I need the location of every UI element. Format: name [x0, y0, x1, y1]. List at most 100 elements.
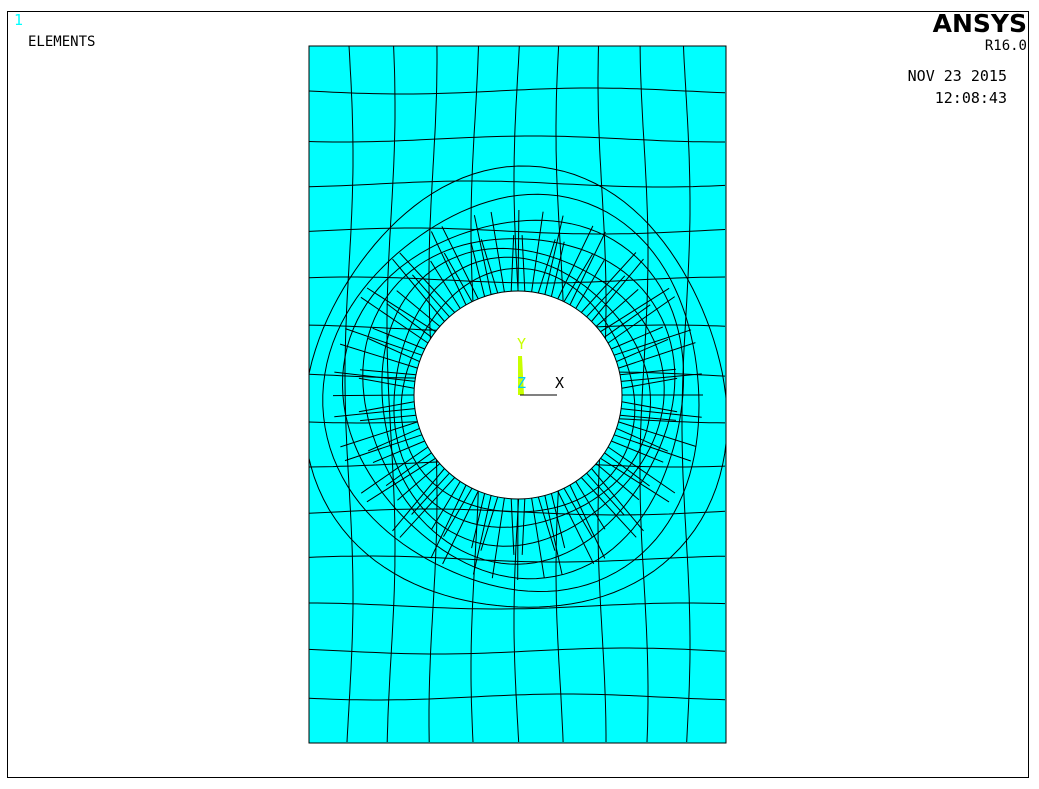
mesh-line [309, 555, 726, 563]
mesh-line [309, 324, 726, 332]
hole-edge [413, 290, 623, 500]
mesh-line [309, 647, 726, 655]
mesh-line [607, 296, 675, 344]
mesh-line [360, 296, 429, 344]
mesh-line [381, 247, 665, 547]
mesh-line [517, 209, 520, 292]
mesh-line [595, 463, 640, 501]
mesh-line [595, 289, 639, 327]
mesh-line [430, 260, 461, 309]
mesh-line [362, 238, 676, 565]
coordinate-triad: Y Z X [517, 335, 564, 396]
mesh-line [443, 488, 473, 537]
plate-region [308, 45, 727, 744]
mesh-line [597, 46, 607, 742]
mesh-line [430, 231, 467, 306]
mesh-line [442, 490, 479, 565]
mesh-line [619, 414, 677, 421]
mesh-line [400, 267, 636, 513]
mesh-line [555, 46, 565, 743]
mesh-line [367, 427, 420, 452]
element-mesh [309, 46, 726, 743]
mesh-line [441, 226, 479, 300]
plot-time: 12:08:43 [934, 89, 1007, 107]
mesh-line [345, 328, 423, 356]
plot-type-label: ELEMENTS [28, 34, 96, 50]
mesh-line [344, 434, 423, 462]
mesh-line [386, 46, 396, 743]
mesh-line [618, 342, 696, 369]
mesh-line [360, 446, 429, 494]
mesh-line [411, 472, 450, 515]
mesh-line [344, 46, 354, 743]
mesh-line [322, 193, 700, 593]
mesh-line [332, 394, 415, 397]
mesh-line [537, 496, 556, 551]
mesh-line [521, 235, 526, 292]
mesh-line [621, 373, 702, 382]
mesh-line [480, 239, 499, 294]
mesh-line [618, 421, 696, 447]
mesh-line [569, 231, 606, 306]
mesh-line [575, 259, 605, 309]
mesh-line [613, 434, 691, 462]
mesh-line [309, 416, 726, 424]
mesh-line [531, 211, 544, 292]
mesh-line [309, 165, 726, 608]
mesh-line [470, 46, 480, 743]
mesh-line [397, 463, 441, 501]
mesh-line [550, 493, 566, 549]
mesh-line [607, 446, 676, 494]
mesh-line [621, 377, 678, 389]
mesh-line [681, 46, 691, 743]
mesh-line [393, 256, 652, 528]
mesh-line [443, 252, 473, 302]
mesh-line [621, 401, 678, 413]
mesh-line [639, 46, 649, 743]
mesh-line [557, 225, 594, 300]
mesh-line [521, 498, 526, 555]
mesh-line [366, 287, 436, 333]
mesh-line [309, 135, 725, 143]
mesh-line [616, 338, 669, 363]
mesh-line [396, 290, 441, 327]
mesh-line [341, 219, 685, 580]
ansys-logo: ANSYS [932, 9, 1027, 38]
mesh-line [471, 493, 486, 549]
mesh-line [591, 468, 644, 532]
mesh-line [613, 329, 692, 356]
mesh-line [372, 440, 425, 464]
mesh-line [358, 377, 415, 389]
mesh-line [428, 46, 438, 743]
mesh-line [309, 693, 726, 701]
triad-y-label: Y [517, 335, 526, 353]
release-version: R16.0 [984, 38, 1027, 54]
mesh-line [309, 602, 726, 610]
mesh-line [586, 275, 626, 318]
mesh-line [392, 468, 445, 532]
triad-y-axis [518, 356, 524, 395]
mesh-line [611, 326, 663, 350]
mesh-line [309, 180, 726, 188]
mesh-line [537, 239, 556, 294]
plot-date: NOV 23 2015 [907, 67, 1007, 85]
mesh-line [600, 457, 670, 503]
mesh-line [586, 472, 625, 516]
mesh-line [480, 496, 499, 551]
mesh-line [385, 452, 432, 487]
mesh-line [334, 371, 415, 382]
mesh-line [358, 401, 415, 413]
triad-x-label: X [555, 374, 564, 392]
plate-outline [308, 45, 727, 744]
window-number: 1 [14, 11, 24, 29]
mesh-line [366, 457, 436, 503]
mesh-line [575, 481, 606, 530]
mesh-line [557, 490, 595, 565]
mesh-line [340, 421, 418, 448]
mesh-line [569, 484, 606, 559]
mesh-line [368, 338, 420, 363]
mesh-line [580, 477, 637, 538]
mesh-line [563, 253, 594, 302]
mesh-line [339, 343, 418, 369]
